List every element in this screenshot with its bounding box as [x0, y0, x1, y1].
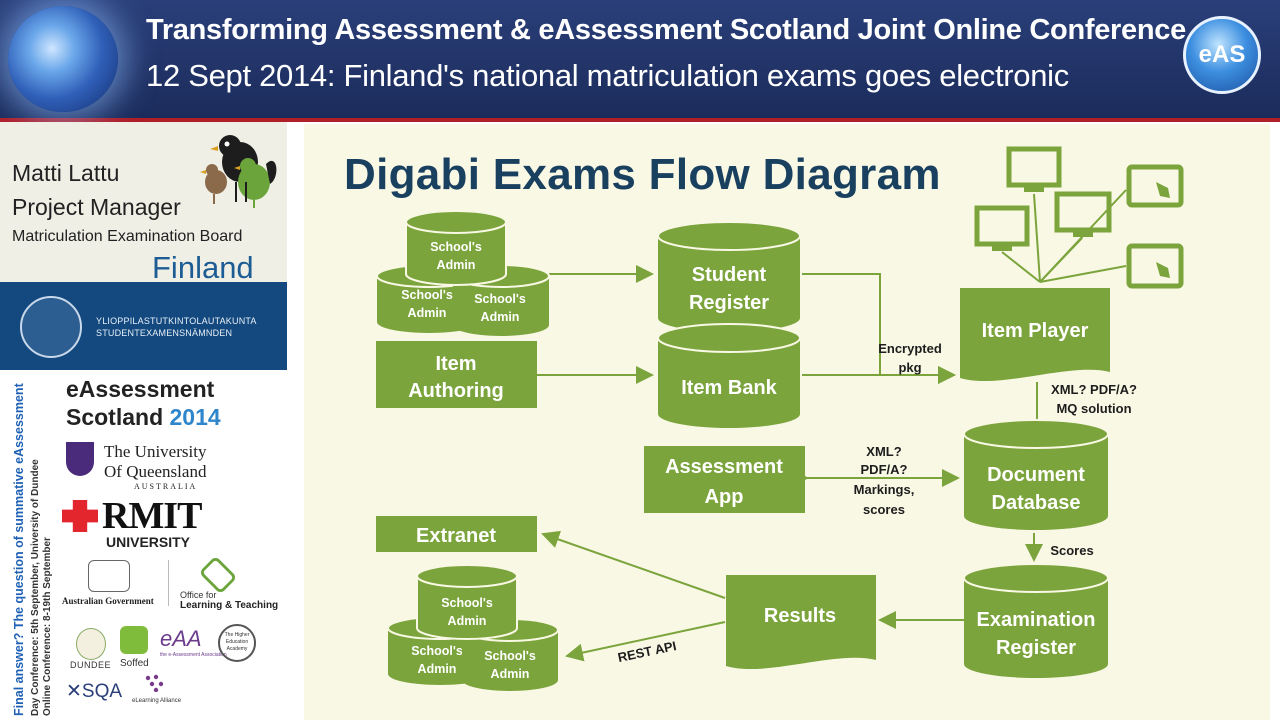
school-admin-b-right-label-2: Admin	[491, 667, 530, 681]
student-register-label-1: Student	[692, 264, 767, 286]
assessment-app-node: Assessment App	[644, 446, 805, 513]
uq-line2: Of Queensland	[104, 462, 207, 481]
school-admin-db-top: School's Admin	[405, 210, 507, 286]
connectors	[537, 265, 1043, 662]
board-emblem-icon	[20, 296, 82, 358]
event-place: Scotland	[66, 404, 164, 430]
soffed-logo-icon	[120, 626, 148, 654]
eas-logo: eAS	[1183, 16, 1261, 94]
document-database-db: Document Database	[963, 419, 1109, 530]
student-register-label-2: Register	[689, 292, 769, 314]
event-name: eAssessment	[66, 376, 215, 402]
conference-header: Transforming Assessment & eAssessment Sc…	[0, 0, 1280, 122]
sponsor-panel: Final answer? The question of summative …	[0, 370, 287, 720]
uq-country: AUSTRALIA	[134, 482, 198, 491]
item-bank-label: Item Bank	[681, 377, 777, 399]
rmit-university: UNIVERSITY	[106, 534, 191, 550]
extranet-node: Extranet	[376, 516, 537, 552]
school-admin-left-label-1: School's	[401, 288, 453, 302]
eaa-logo: eAA	[160, 626, 202, 651]
school-admin-top-label-2: Admin	[437, 258, 476, 272]
extranet-label: Extranet	[416, 525, 496, 547]
tablet-touch-icon	[1126, 243, 1184, 289]
school-admin-b-top-label-2: Admin	[448, 614, 487, 628]
speaker-name: Matti Lattu	[12, 160, 120, 186]
school-admin-b-left-label-2: Admin	[418, 662, 457, 676]
school-admin-b-left-label-1: School's	[411, 644, 463, 658]
item-bank-db: Item Bank	[657, 323, 801, 428]
school-admin-db-bottom-top: School's Admin	[416, 564, 518, 640]
examination-register-label-1: Examination	[977, 609, 1096, 631]
board-banner: YLIOPPILASTUTKINTOLAUTAKUNTA STUDENTEXAM…	[0, 282, 287, 370]
edge-label-xml-pdf-mq-2: MQ solution	[1056, 401, 1131, 416]
speaker-organization: Matriculation Examination Board	[12, 228, 243, 245]
uq-crest-icon	[66, 442, 94, 476]
hea-logo: The Higher Education Academy	[218, 624, 256, 662]
event-year: 2014	[169, 404, 221, 430]
edge-label-encrypted-1: Encrypted	[878, 341, 942, 356]
school-admin-left-label-2: Admin	[408, 306, 447, 320]
school-admin-right-label-2: Admin	[481, 310, 520, 324]
device-links	[1001, 189, 1127, 283]
left-panel: Matti Lattu Project Manager Matriculatio…	[0, 122, 287, 720]
assessment-app-label-1: Assessment	[665, 456, 783, 478]
dundee-crest-icon	[76, 628, 106, 660]
student-register-db: Student Register	[657, 221, 801, 332]
edge-label-assess-2: PDF/A?	[861, 462, 908, 477]
examination-register-db: Examination Register	[963, 563, 1109, 678]
sqa-logo: ✕SQA	[66, 681, 123, 702]
australian-government: Australian Government	[62, 596, 154, 606]
elearning-alliance-label: eLearning Alliance	[132, 698, 182, 704]
dundee-label: DUNDEE	[70, 660, 112, 670]
speaker-country: Finland	[152, 250, 254, 285]
session-title: 12 Sept 2014: Finland's national matricu…	[146, 58, 1069, 93]
rmit-logo: RMIT	[102, 495, 202, 537]
olt-line1: Office for	[180, 590, 217, 600]
conference-title: Transforming Assessment & eAssessment Sc…	[146, 14, 1186, 46]
board-name-swedish: STUDENTEXAMENSNÄMNDEN	[96, 328, 233, 338]
coat-of-arms-icon	[88, 560, 130, 592]
document-database-label-2: Database	[992, 492, 1081, 514]
board-name-finnish: YLIOPPILASTUTKINTOLAUTAKUNTA	[96, 316, 257, 326]
school-admin-right-label-1: School's	[474, 292, 526, 306]
uq-line1: The University	[104, 442, 207, 461]
item-authoring-label-2: Authoring	[408, 380, 504, 402]
examination-register-label-2: Register	[996, 637, 1076, 659]
diagram-title: Digabi Exams Flow Diagram	[344, 150, 941, 199]
item-authoring-label-1: Item	[435, 353, 476, 375]
edge-label-encrypted-2: pkg	[898, 360, 921, 375]
monitor-icon	[1054, 191, 1112, 237]
birds-logo-icon	[200, 135, 277, 208]
olt-line2: Learning & Teaching	[180, 600, 279, 611]
results-node: Results	[726, 575, 876, 670]
speaker-role: Project Manager	[12, 194, 181, 220]
monitor-icon	[974, 205, 1030, 251]
edge-label-rest-api: REST API	[616, 638, 677, 665]
school-admin-b-right-label-1: School's	[484, 649, 536, 663]
tablet-touch-icon	[1126, 164, 1184, 208]
document-database-label-1: Document	[987, 464, 1085, 486]
elearning-alliance-icon	[145, 674, 164, 692]
edge-label-xml-pdf-mq-1: XML? PDF/A?	[1051, 382, 1137, 397]
edge-label-assess-3: Markings,	[854, 482, 915, 497]
edge-label-assess-1: XML?	[866, 444, 901, 459]
assessment-app-label-2: App	[705, 486, 744, 508]
results-label: Results	[764, 605, 836, 627]
eaa-subtitle: the e-Assessment Association	[160, 652, 227, 658]
school-admin-top-label-1: School's	[430, 240, 482, 254]
school-admin-b-top-label-1: School's	[441, 596, 493, 610]
edge-label-assess-4: scores	[863, 502, 905, 517]
item-player-node: Item Player	[960, 288, 1110, 382]
monitor-icon	[1006, 146, 1062, 192]
sponsor-divider	[168, 560, 169, 606]
speaker-card: Matti Lattu Project Manager Matriculatio…	[0, 122, 287, 285]
sqa-label: SQA	[81, 681, 123, 702]
globe-logo-icon	[8, 6, 118, 112]
item-player-label: Item Player	[982, 320, 1089, 342]
item-authoring-node: Item Authoring	[376, 341, 537, 408]
event-name-line2: Scotland 2014	[66, 404, 221, 431]
edge-label-scores: Scores	[1050, 543, 1093, 558]
soffed-label: Soffed	[120, 658, 149, 669]
